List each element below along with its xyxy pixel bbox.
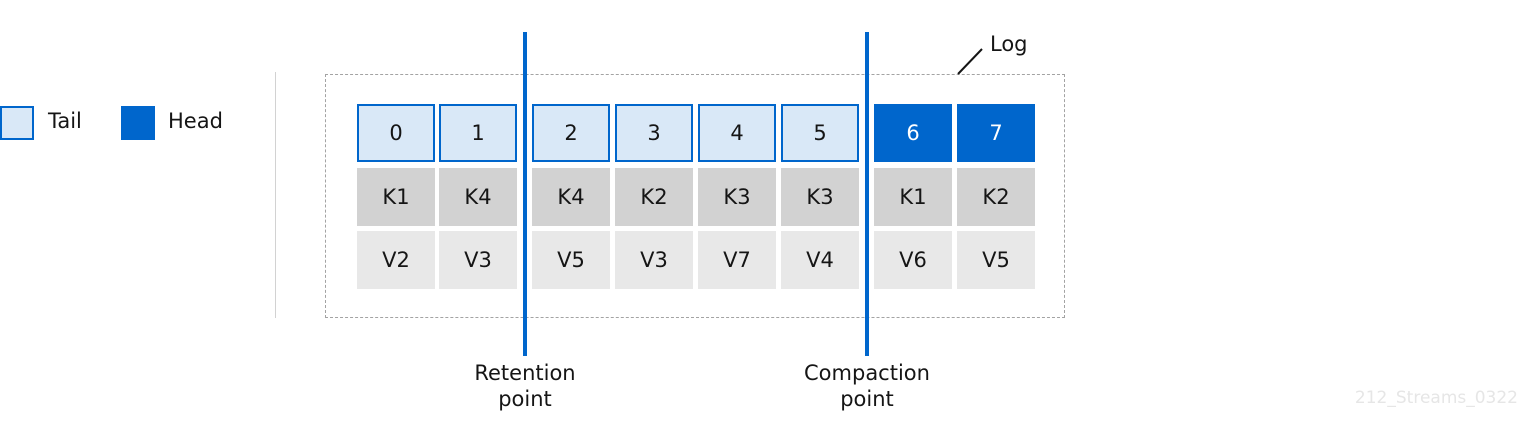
key-cell: K1: [874, 168, 952, 226]
tail-legend-label: Tail: [48, 109, 82, 133]
compaction-point-line: [865, 32, 869, 356]
head-offset-cell: 6: [874, 104, 952, 162]
log-label: Log: [990, 32, 1028, 56]
value-cell: V5: [532, 231, 610, 289]
compaction-point-line2: point: [840, 387, 894, 411]
key-cell: K1: [357, 168, 435, 226]
head-offset-cell: 7: [957, 104, 1035, 162]
compaction-point-label: Compaction point: [767, 360, 967, 412]
value-cell: V5: [957, 231, 1035, 289]
tail-swatch: [0, 106, 34, 140]
key-cell: K4: [439, 168, 517, 226]
tail-offset-cell: 3: [615, 104, 693, 162]
value-cell: V3: [615, 231, 693, 289]
tail-offset-cell: 2: [532, 104, 610, 162]
value-cell: V4: [781, 231, 859, 289]
tail-offset-cell: 0: [357, 104, 435, 162]
tail-offset-cell: 4: [698, 104, 776, 162]
tail-offset-cell: 5: [781, 104, 859, 162]
retention-point-label: Retention point: [425, 360, 625, 412]
retention-point-line1: Retention: [474, 361, 576, 385]
tail-offset-cell: 1: [439, 104, 517, 162]
value-cell: V3: [439, 231, 517, 289]
key-cell: K2: [615, 168, 693, 226]
retention-point-line: [523, 32, 527, 356]
key-cell: K4: [532, 168, 610, 226]
key-cell: K3: [781, 168, 859, 226]
key-cell: K2: [957, 168, 1035, 226]
value-cell: V6: [874, 231, 952, 289]
legend-divider: [275, 72, 276, 318]
head-legend-label: Head: [168, 109, 223, 133]
compaction-point-line1: Compaction: [804, 361, 930, 385]
head-swatch: [121, 106, 155, 140]
value-cell: V7: [698, 231, 776, 289]
retention-point-line2: point: [498, 387, 552, 411]
log-container: [325, 74, 1065, 318]
figure-id-watermark: 212_Streams_0322: [1354, 388, 1518, 408]
value-cell: V2: [357, 231, 435, 289]
key-cell: K3: [698, 168, 776, 226]
